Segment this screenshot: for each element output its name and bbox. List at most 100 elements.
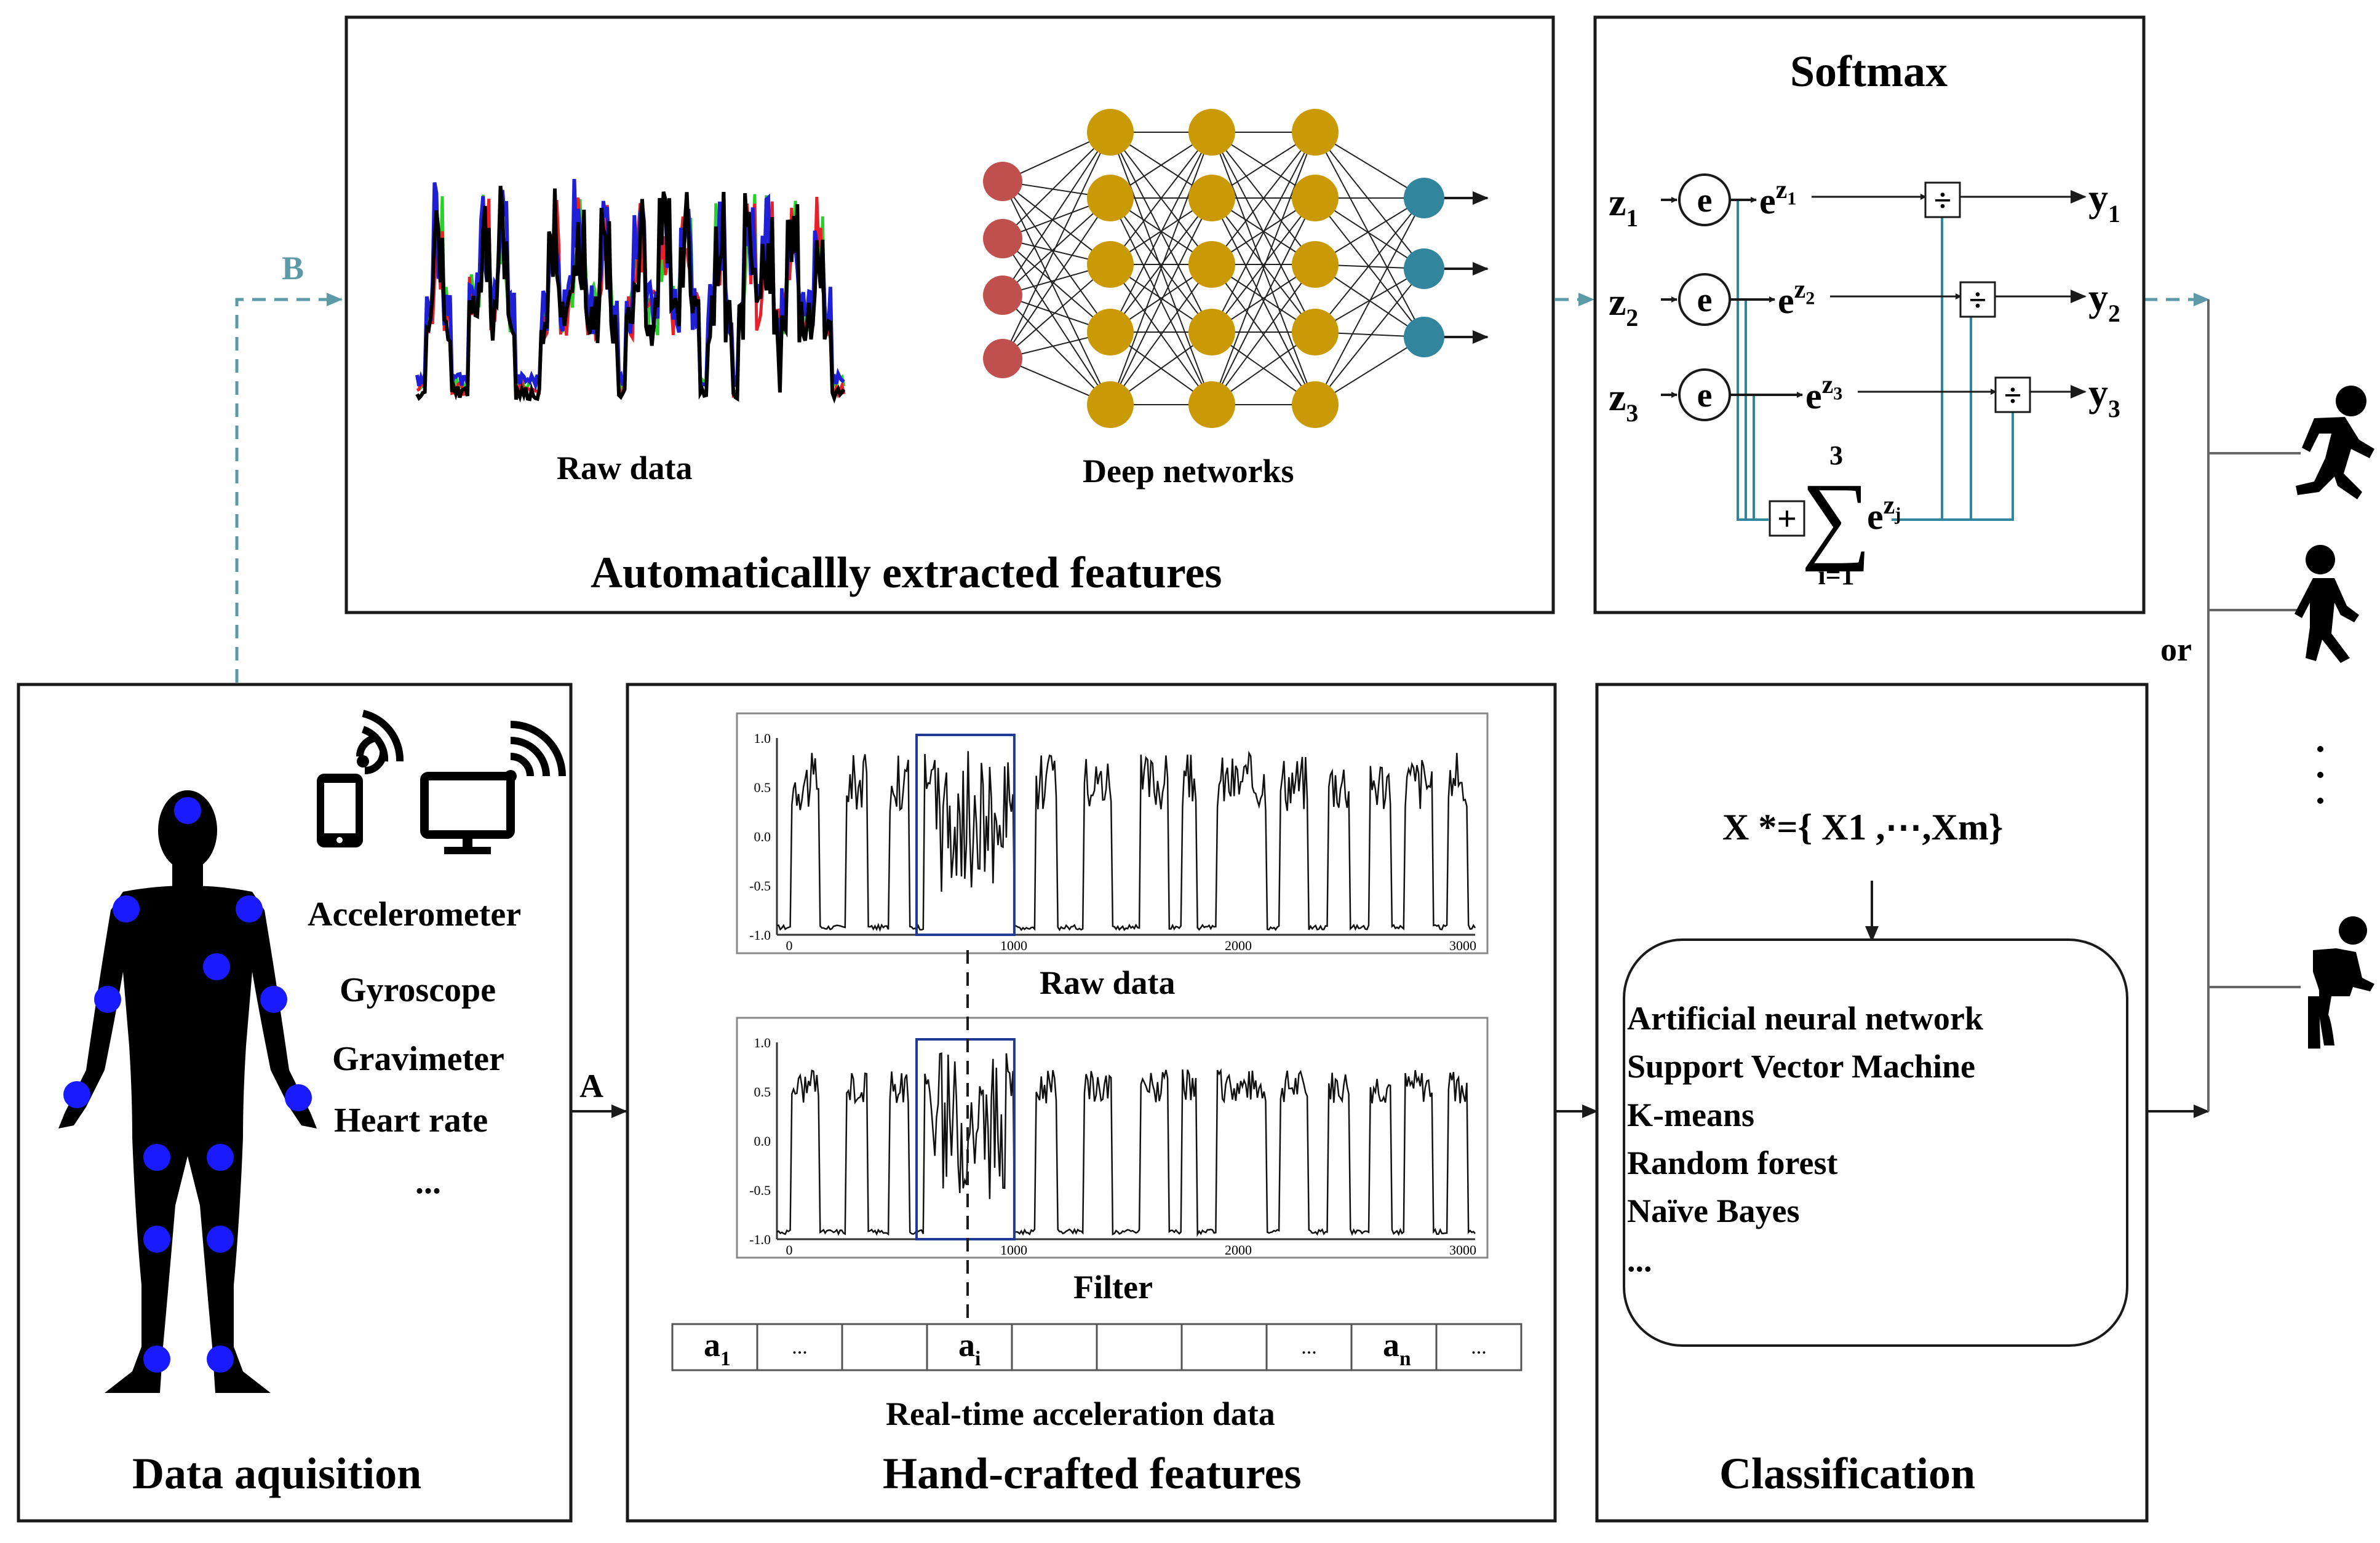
output-node xyxy=(1404,178,1444,218)
handcrafted-filter-caption: Filter xyxy=(1073,1269,1153,1306)
plot-x-tick: 0 xyxy=(786,1242,793,1258)
softmax-exp-node-label: e xyxy=(1697,376,1713,415)
network-edge xyxy=(1211,197,1316,405)
sensor-dot xyxy=(94,986,121,1013)
algorithm-box xyxy=(1623,938,2128,1347)
monitor-wifi-icon xyxy=(504,721,566,782)
input-node xyxy=(983,339,1022,378)
sliding-window-box xyxy=(915,734,1016,936)
plot-signal xyxy=(776,1052,1476,1237)
input-node xyxy=(983,162,1022,201)
plot-x-tick: 1000 xyxy=(1000,1242,1027,1258)
softmax-input-2: z2 xyxy=(1609,280,1638,331)
algorithm-svm: Support Vector Machine xyxy=(1627,1048,1976,1085)
realtime-caption: Real-time acceleration data xyxy=(886,1395,1275,1432)
monitor-icon xyxy=(420,772,515,854)
panel-data-acquisition xyxy=(17,683,573,1523)
softmax-exp-label-2: ez2 xyxy=(1778,276,1815,321)
input-node xyxy=(983,276,1022,315)
softmax-sigma: ∑ xyxy=(1801,462,1871,572)
plot-y-tick: -0.5 xyxy=(749,878,771,894)
softmax-title: Softmax xyxy=(1790,47,1948,96)
softmax-plus-symbol: + xyxy=(1777,500,1797,538)
acceleration-cell-ellipsis: ... xyxy=(1301,1336,1317,1359)
classification-title: Classification xyxy=(1719,1449,1976,1498)
softmax-output-2: y2 xyxy=(2088,276,2120,327)
hidden-node xyxy=(1087,309,1134,355)
algorithm-ellipsis: ... xyxy=(1627,1242,1652,1279)
network-edge xyxy=(1211,132,1316,405)
sensor-dot xyxy=(143,1346,170,1373)
plot-y-tick: 0.0 xyxy=(754,829,771,844)
network-edge xyxy=(1002,264,1111,359)
plot-x-tick: 1000 xyxy=(1000,938,1027,953)
plot-y-tick: 1.0 xyxy=(754,731,771,746)
softmax-output-3: y3 xyxy=(2088,371,2120,422)
plot-x-tick: 3000 xyxy=(1449,1242,1476,1258)
plot-signal xyxy=(776,750,1476,932)
path-b-label: B xyxy=(282,250,304,287)
output-node xyxy=(1404,248,1444,289)
raw-series-black xyxy=(415,186,846,404)
handcrafted-title: Hand-crafted features xyxy=(883,1449,1302,1498)
sensor-accelerometer: Accelerometer xyxy=(308,895,522,934)
ellipsis-dots xyxy=(2317,746,2323,804)
softmax-exp-node-label: e xyxy=(1697,181,1713,220)
acceleration-cell xyxy=(756,1323,843,1371)
softmax-input-1: z1 xyxy=(1609,180,1638,232)
softmax-divider-symbol: ÷ xyxy=(1969,283,1987,318)
path-b-line xyxy=(235,293,343,683)
acceleration-cell xyxy=(671,1323,758,1371)
network-edge xyxy=(1002,132,1111,239)
sensor-dot xyxy=(260,986,287,1013)
hidden-node xyxy=(1292,175,1339,221)
handcrafted-raw-caption: Raw data xyxy=(1040,964,1176,1001)
sensor-dots xyxy=(63,797,312,1373)
data-acquisition-title: Data aquisition xyxy=(132,1449,422,1498)
softmax-divider-symbol: ÷ xyxy=(1934,183,1952,218)
hidden-node xyxy=(1087,381,1134,428)
sensor-dot xyxy=(207,1226,234,1253)
network-edge xyxy=(1002,238,1111,405)
algorithm-ann: Artificial neural network xyxy=(1627,1000,1983,1037)
auto-raw-data-label: Raw data xyxy=(557,450,693,486)
acceleration-cell-ellipsis: ... xyxy=(792,1336,808,1359)
panel-classification xyxy=(1595,683,2149,1523)
softmax-sum-term: ezj xyxy=(1867,491,1901,537)
panel-auto-features xyxy=(344,15,1555,614)
hidden-node xyxy=(1292,241,1339,288)
softmax-exp-label-1: ez1 xyxy=(1759,176,1796,221)
sensor-gyroscope: Gyroscope xyxy=(340,971,496,1009)
sensor-dot xyxy=(143,1144,170,1171)
network-edge xyxy=(1110,132,1212,265)
sensor-dot xyxy=(113,895,140,922)
acceleration-cell-label: an xyxy=(1383,1327,1411,1370)
human-silhouette xyxy=(58,790,317,1393)
network-edge xyxy=(1315,268,1425,405)
network-edge xyxy=(1315,132,1425,338)
acceleration-cell-label: ai xyxy=(958,1327,981,1370)
network-edge xyxy=(1110,132,1212,333)
plot-y-tick: 0.0 xyxy=(754,1133,771,1149)
raw-signal-plot xyxy=(415,179,846,404)
hidden-node xyxy=(1188,309,1235,355)
softmax-output-1: y1 xyxy=(2088,176,2120,228)
plot-x-tick: 3000 xyxy=(1449,938,1476,953)
plot-y-tick: 0.5 xyxy=(754,780,771,795)
network-edge xyxy=(1110,132,1212,405)
sensor-dot xyxy=(207,1144,234,1171)
softmax-sum-upper: 3 xyxy=(1829,440,1843,470)
sensor-gravimeter: Gravimeter xyxy=(332,1040,504,1078)
output-node xyxy=(1404,317,1444,357)
sensor-dot xyxy=(236,895,263,922)
acceleration-cell xyxy=(1265,1323,1353,1371)
algorithm-random-forest: Random forest xyxy=(1627,1144,1838,1181)
hidden-node xyxy=(1087,175,1134,221)
plot-x-tick: 0 xyxy=(786,938,793,953)
hidden-node xyxy=(1087,241,1134,288)
sensor-dot xyxy=(63,1081,90,1108)
acceleration-cell xyxy=(1011,1323,1098,1371)
auto-features-title: Automaticallly extracted features xyxy=(591,548,1222,597)
